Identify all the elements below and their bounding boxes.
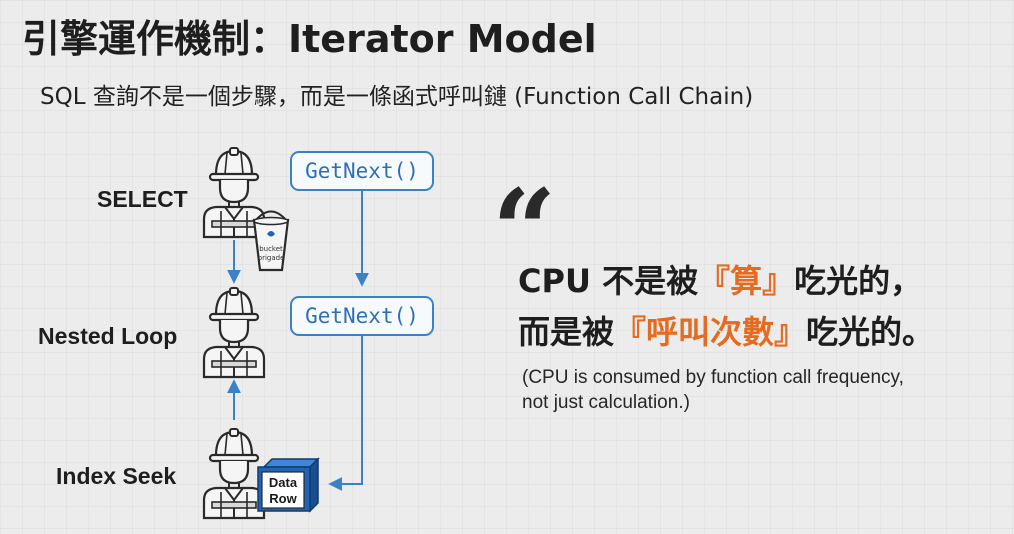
layer-label-select: SELECT — [97, 186, 188, 212]
bucket-label-line2: brigade — [258, 254, 285, 262]
bucket-label-line1: bucket — [259, 245, 283, 253]
data-box-label-line2: Row — [269, 491, 297, 506]
worker-hardhat-icon-index-seek — [202, 427, 266, 520]
layer-label-nested-loop: Nested Loop — [38, 323, 178, 349]
quote-note-line-2: not just calculation.) — [522, 391, 690, 413]
quote-line-1-pre: CPU 不是被 — [518, 262, 699, 300]
quote-line-2-pre: 而是被 — [518, 313, 615, 351]
quote-line-2-accent: 『呼叫次數』 — [614, 313, 807, 351]
worker-hardhat-icon-nested-loop — [202, 286, 266, 379]
page-subtitle: SQL 查詢不是一個步驟，而是一條函式呼叫鏈 (Function Call Ch… — [40, 84, 754, 110]
getnext-call-box-top: GetNext() — [290, 151, 434, 191]
quote-note-line-1: (CPU is consumed by function call freque… — [522, 367, 904, 388]
quote-line-2: 而是被『呼叫次數』吃光的。 — [518, 313, 934, 351]
quote-note: (CPU is consumed by function call freque… — [522, 366, 904, 415]
quote-line-2-post: 吃光的。 — [806, 313, 935, 351]
call-arrow-mid-to-data — [328, 336, 363, 491]
getnext-call-box-mid: GetNext() — [290, 296, 434, 336]
quote-line-1: CPU 不是被『算』吃光的， — [518, 262, 922, 300]
quote-mark-icon: “ — [492, 166, 557, 297]
quote-line-1-accent: 『算』 — [698, 262, 795, 300]
data-box-label-line1: Data — [269, 475, 298, 490]
page-title: 引擎運作機制：Iterator Model — [22, 17, 597, 61]
quote-line-1-post: 吃光的， — [794, 262, 923, 300]
bucket-icon: bucket brigade — [252, 210, 290, 272]
layer-label-index-seek: Index Seek — [56, 463, 177, 489]
data-row-box-icon: Data Row — [257, 457, 320, 513]
